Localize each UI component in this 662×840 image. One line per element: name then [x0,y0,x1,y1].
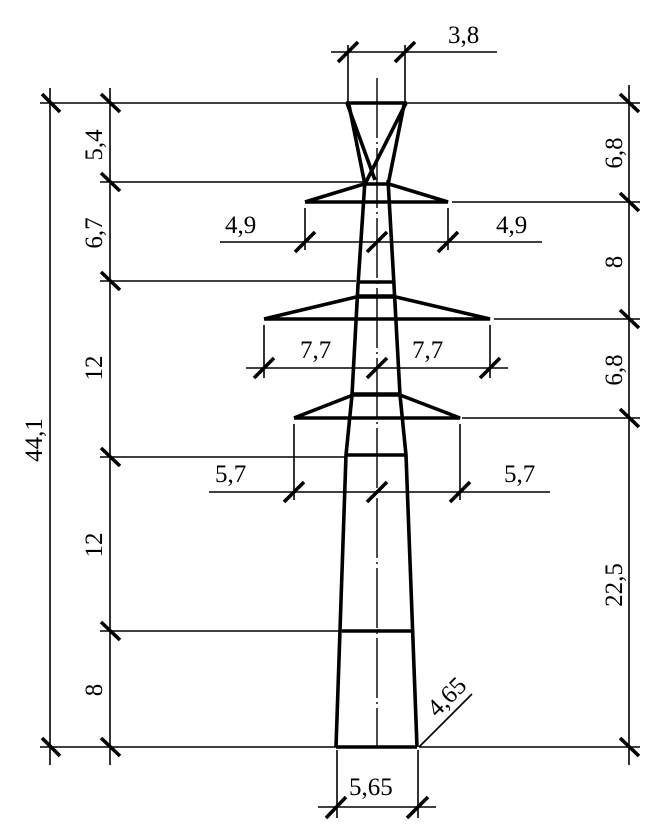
lower-arm-dimension: 5,7 5,7 [209,424,550,504]
base-dimension: 5,65 4,65 [318,672,473,820]
right-segment-3-label: 6,8 [601,354,628,385]
upper-arm-left-label: 4,9 [225,212,256,239]
upper-arm-right-label: 4,9 [496,212,527,239]
middle-arm-dimension: 7,7 7,7 [246,325,508,380]
middle-arm-left-label: 7,7 [300,337,331,364]
upper-arm-dimension: 4,9 4,9 [220,208,542,254]
base-width-label: 5,65 [349,774,393,801]
overall-height-label: 44,1 [21,418,48,462]
right-segment-1-label: 6,8 [601,137,628,168]
right-segment-4-label: 22,5 [601,563,628,607]
left-segment-2-label: 6,7 [81,217,108,248]
top-width-dimension: 3,8 [331,22,497,103]
left-segment-4-label: 12 [81,533,108,558]
lower-arm-right-label: 5,7 [504,461,535,488]
left-segment-1-label: 5,4 [81,129,108,161]
lower-arm-left-label: 5,7 [215,461,246,488]
tower-structure [263,78,491,749]
left-segment-5-label: 8 [81,684,108,697]
top-width-label: 3,8 [448,22,479,49]
right-dimension-chain: 6,8 8 6,8 22,5 [407,85,641,765]
middle-arm-right-label: 7,7 [412,337,443,364]
base-diagonal-label: 4,65 [422,672,472,722]
left-segment-3-label: 12 [81,356,108,381]
right-segment-2-label: 8 [601,256,628,269]
left-dimension-chain: 44,1 5,4 6,7 12 12 8 [21,88,366,765]
